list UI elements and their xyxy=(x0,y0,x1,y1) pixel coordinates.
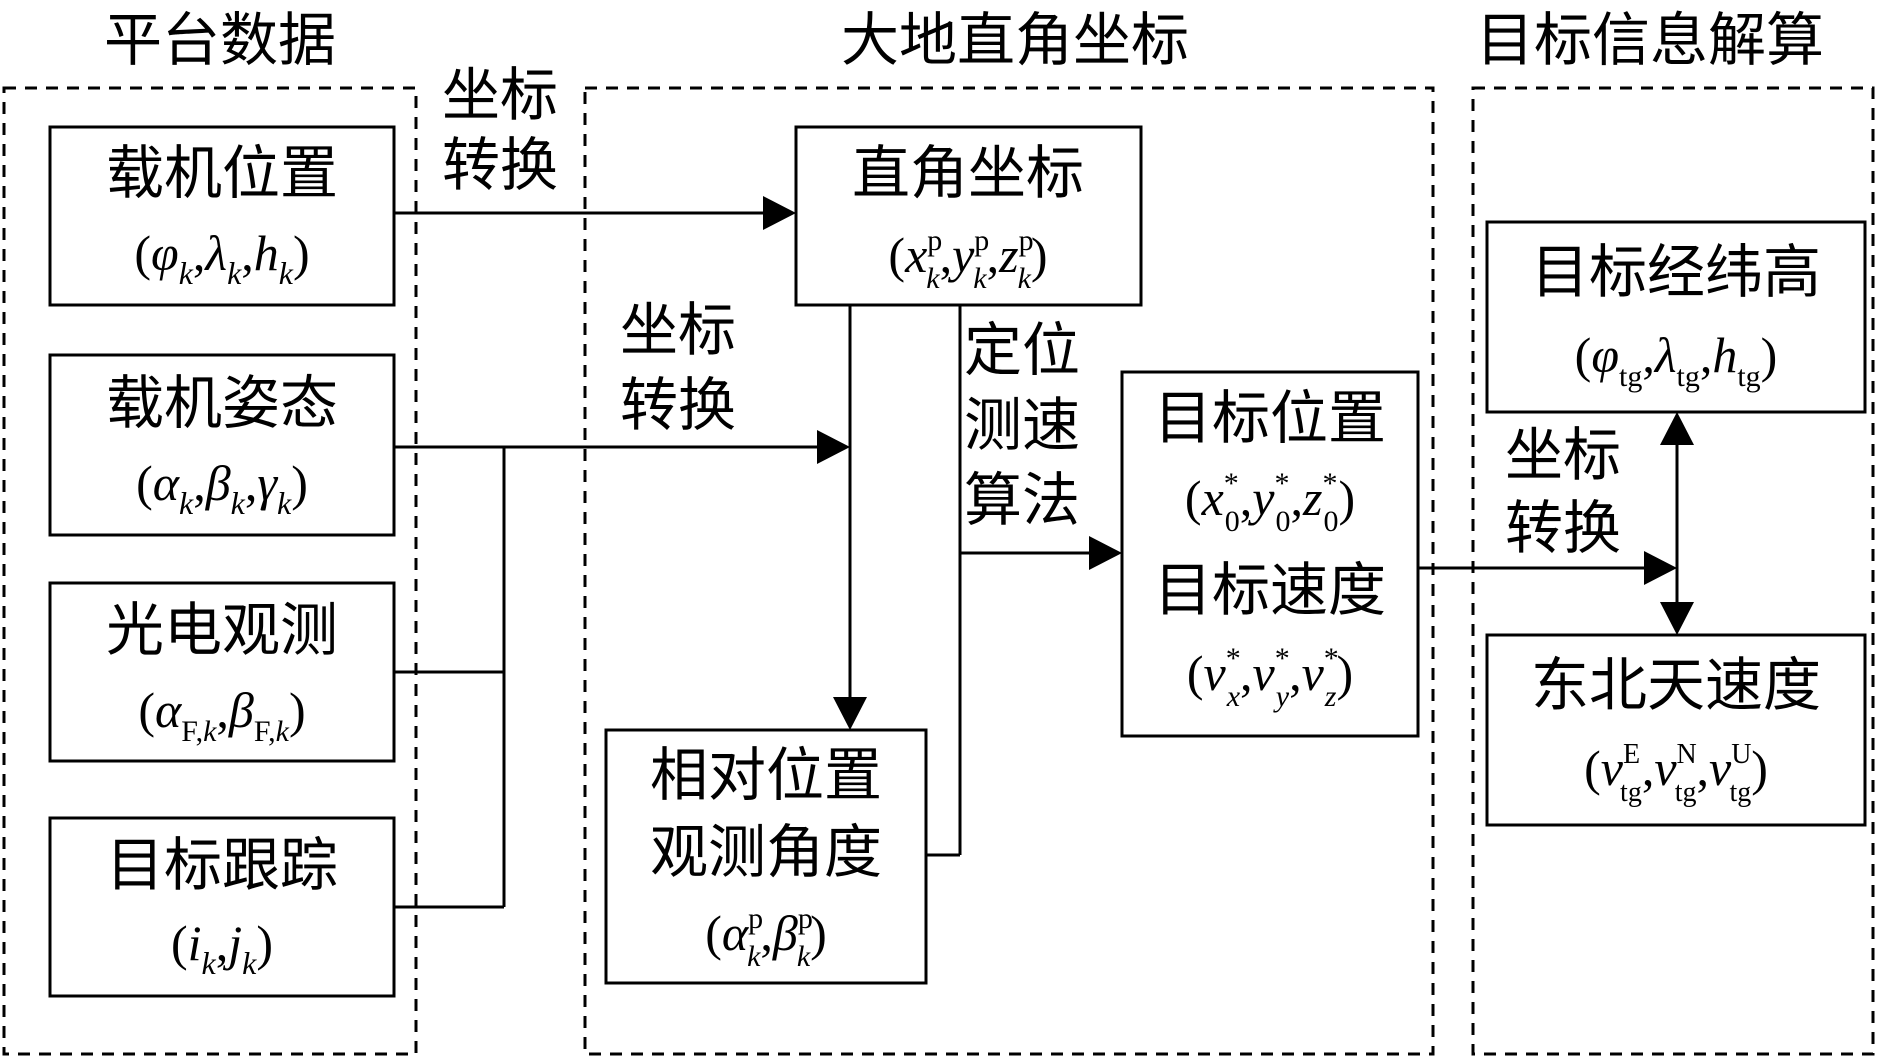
aircraft-attitude-box: 载机姿态 (αk,βk,γk) xyxy=(48,353,396,537)
coord-transform-top-line2: 转换 xyxy=(442,131,558,199)
coord-transform-label-mid: 坐标 转换 xyxy=(620,296,736,439)
coord-transform-right-line1: 坐标 xyxy=(1505,421,1621,489)
section-title-geodetic-rectangular: 大地直角坐标 xyxy=(841,6,1189,74)
enu-velocity-label: 东北天速度 xyxy=(1531,651,1821,719)
target-velocity-formula: (v*x,v*y,v*z) xyxy=(1187,642,1353,713)
arrowhead-enu-velocity xyxy=(1660,602,1694,635)
coord-transform-top-line1: 坐标 xyxy=(442,61,558,129)
platform-data-frame xyxy=(2,86,418,1056)
target-tracking-box: 目标跟踪 (ik,jk) xyxy=(48,816,396,998)
section-title-target-solving: 目标信息解算 xyxy=(1476,6,1824,74)
aircraft-position-box: 载机位置 (φk,λk,hk) xyxy=(48,125,396,307)
coord-transform-label-top: 坐标 转换 xyxy=(442,61,558,199)
target-velocity-label: 目标速度 xyxy=(1154,556,1386,624)
aircraft-position-label: 载机位置 xyxy=(106,139,338,207)
target-llh-label: 目标经纬高 xyxy=(1531,238,1821,306)
algorithm-label: 定位 测速 算法 xyxy=(964,316,1080,534)
coord-transform-mid-line2: 转换 xyxy=(620,371,736,439)
arrowhead-transform-node xyxy=(1644,551,1677,585)
aircraft-attitude-formula: (αk,βk,γk) xyxy=(136,455,308,521)
eo-observation-formula: (αF,k,βF,k) xyxy=(138,682,305,748)
target-tracking-label: 目标跟踪 xyxy=(106,831,338,899)
arrowhead-relative xyxy=(833,697,867,730)
arrowhead-target-llh xyxy=(1660,412,1694,445)
algorithm-line1: 定位 xyxy=(964,316,1080,384)
relative-position-label: 相对位置 xyxy=(650,741,882,809)
section-title-platform-data: 平台数据 xyxy=(104,6,336,74)
target-llh-box: 目标经纬高 (φtg,λtg,htg) xyxy=(1485,220,1867,414)
eo-observation-box: 光电观测 (αF,k,βF,k) xyxy=(48,581,396,763)
geodetic-frame xyxy=(583,86,1435,1056)
algorithm-line2: 测速 xyxy=(964,391,1080,459)
target-pos-vel-box: 目标位置 (x*0,y*0,z*0) 目标速度 (v*x,v*y,v*z) xyxy=(1120,370,1420,738)
rect-coords-label: 直角坐标 xyxy=(852,139,1084,207)
target-tracking-formula: (ik,jk) xyxy=(171,915,273,981)
arrowhead-merge xyxy=(817,430,850,464)
target-position-label: 目标位置 xyxy=(1154,384,1386,452)
algorithm-line3: 算法 xyxy=(964,466,1080,534)
coord-transform-right-line2: 转换 xyxy=(1505,494,1621,562)
arrowhead-target-pos-vel xyxy=(1089,536,1122,570)
target-llh-formula: (φtg,λtg,htg) xyxy=(1575,327,1778,393)
aircraft-attitude-label: 载机姿态 xyxy=(106,369,338,437)
aircraft-position-formula: (φk,λk,hk) xyxy=(134,225,309,291)
arrowhead-rect-coords xyxy=(763,196,796,230)
coord-transform-label-right: 坐标 转换 xyxy=(1505,421,1621,562)
coord-transform-mid-line1: 坐标 xyxy=(620,296,736,364)
target-solving-frame xyxy=(1471,86,1875,1056)
target-position-formula: (x*0,y*0,z*0) xyxy=(1185,467,1355,538)
eo-observation-label: 光电观测 xyxy=(106,596,338,664)
observation-angle-label: 观测角度 xyxy=(650,818,882,886)
